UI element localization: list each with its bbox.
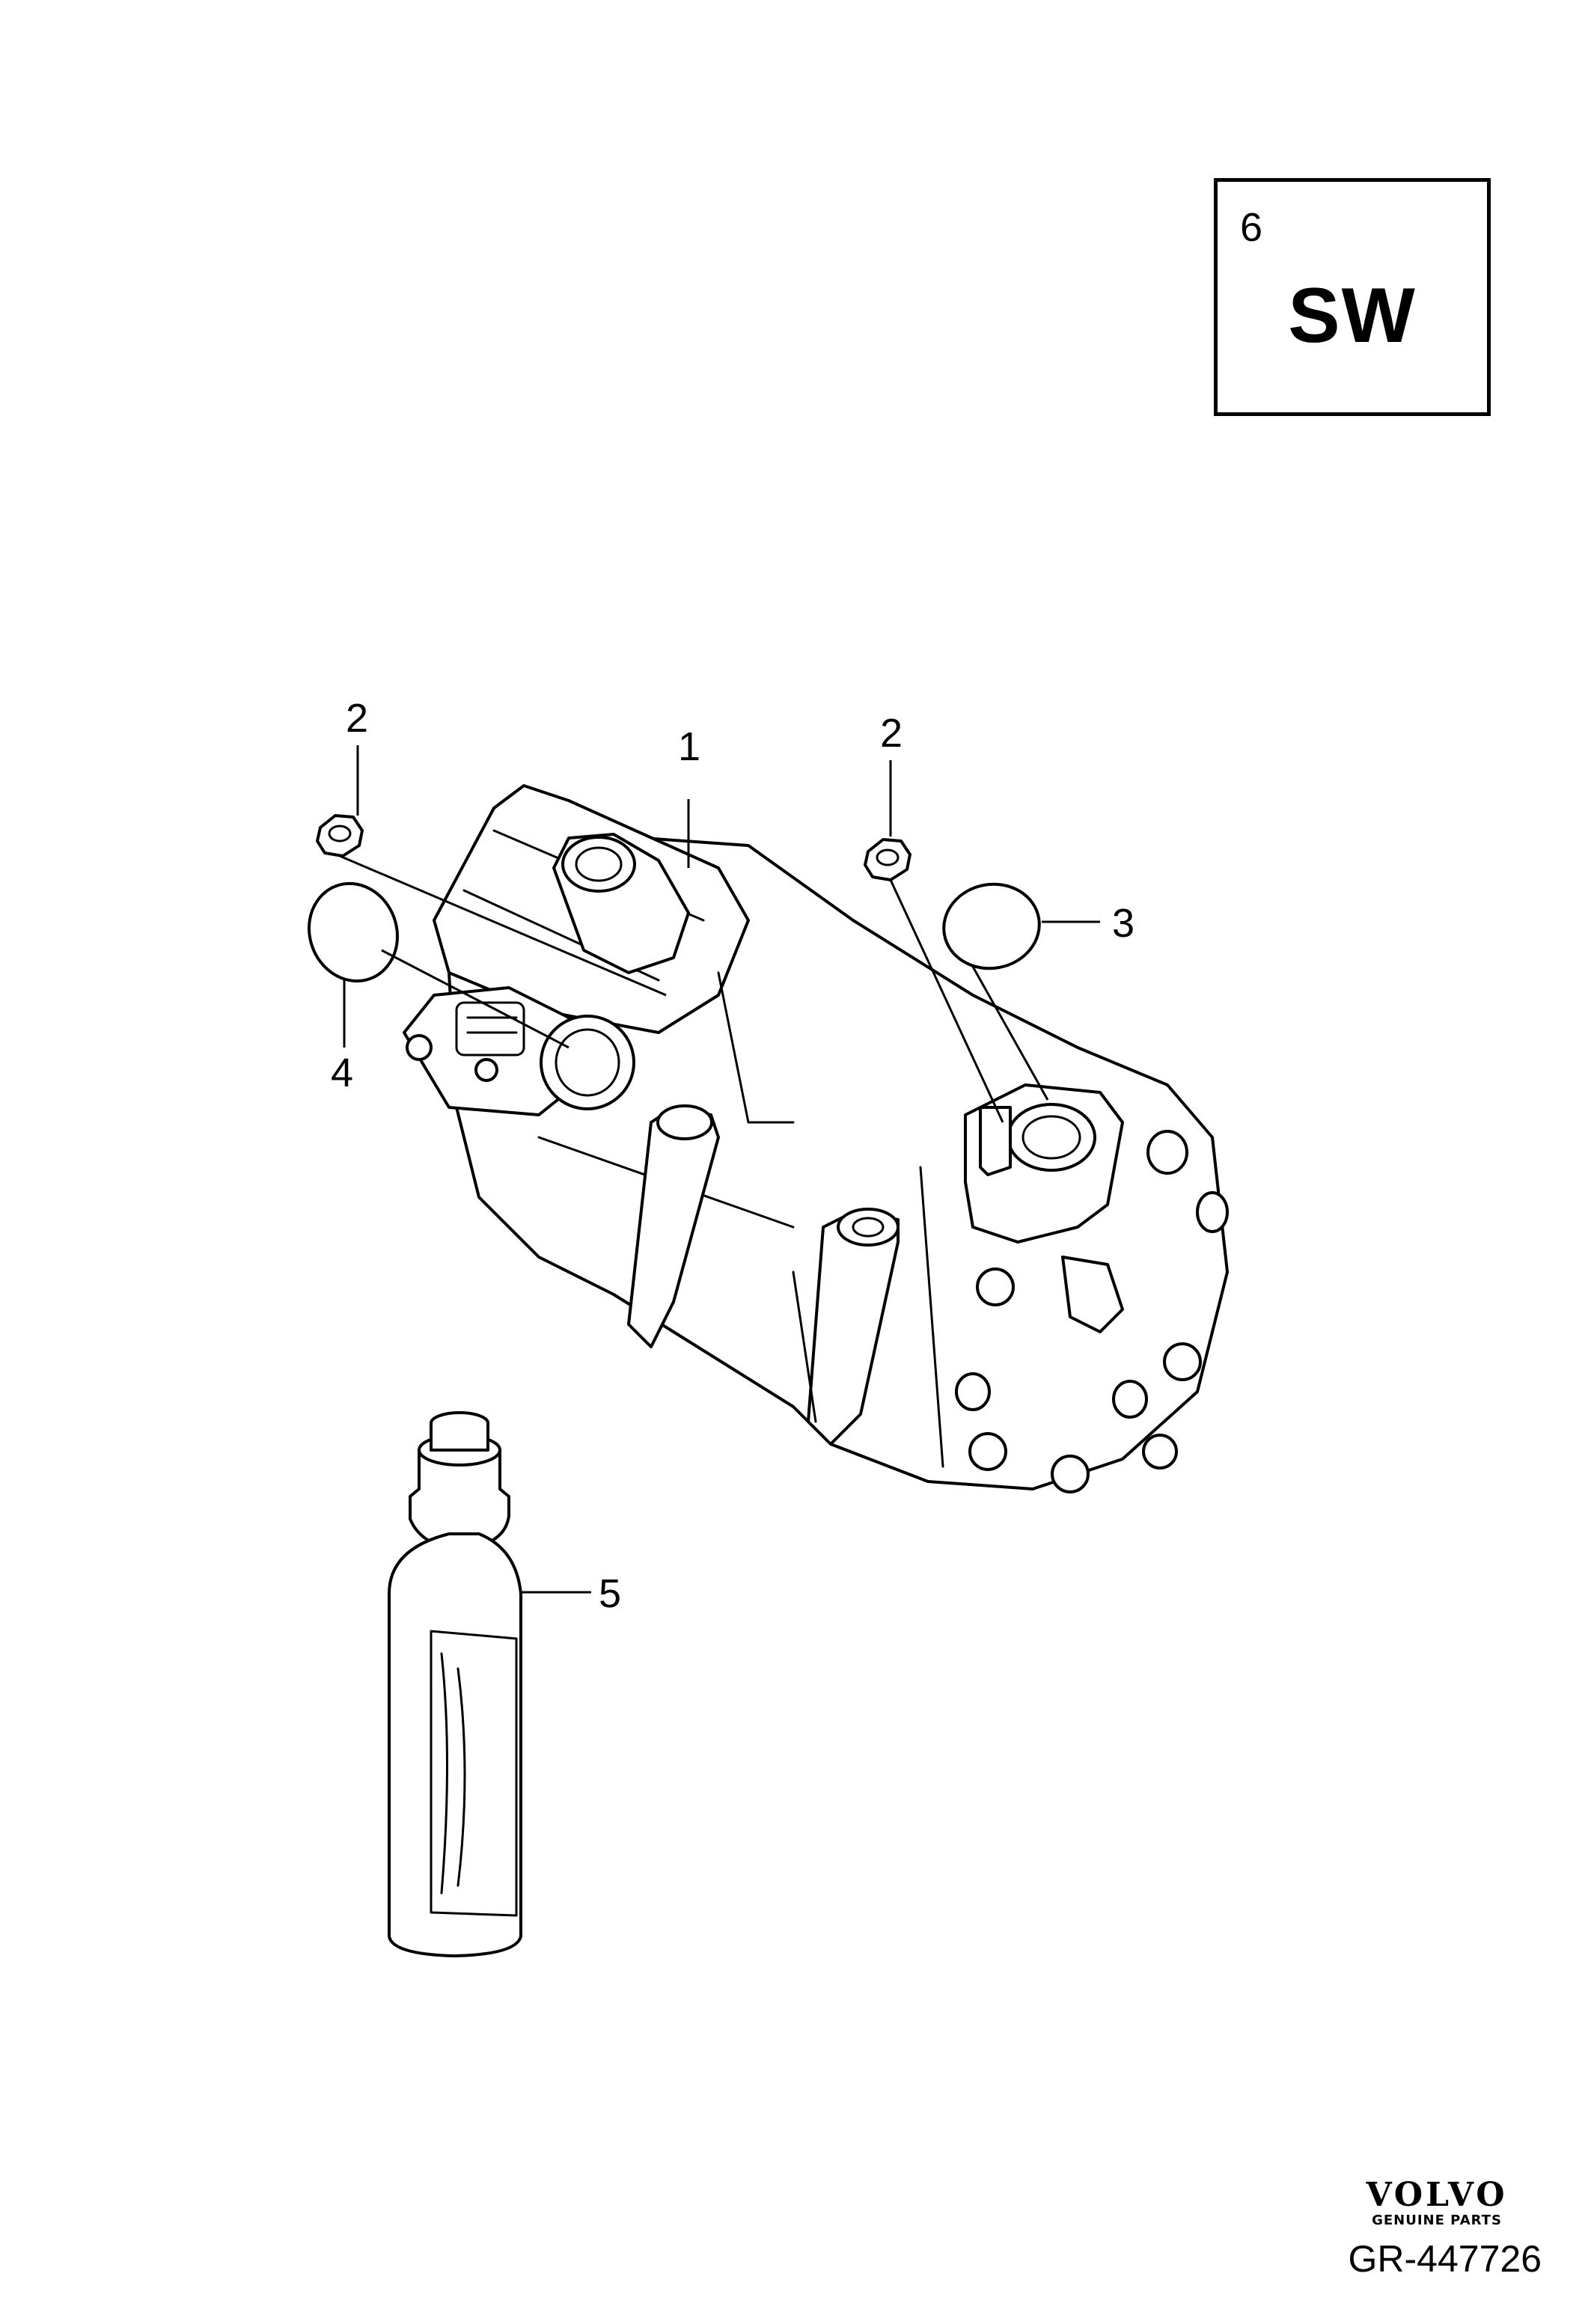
o-ring-right (942, 882, 1041, 970)
callout-3: 3 (1112, 901, 1135, 946)
compressor-oil-bottle (388, 1411, 522, 1957)
callout-2-left: 2 (346, 696, 368, 741)
logo-brand: VOLVO (1366, 2176, 1508, 2214)
software-kit-box: 6 SW (1214, 178, 1491, 416)
ac-compressor (403, 784, 1229, 1493)
hex-nut-left (316, 814, 364, 857)
logo-tagline: GENUINE PARTS (1372, 2213, 1502, 2228)
diagram-reference: GR-447726 (1348, 2238, 1542, 2280)
callout-4: 4 (331, 1051, 353, 1095)
callout-5: 5 (599, 1571, 621, 1616)
software-label: SW (1288, 272, 1417, 359)
leader-lines (339, 745, 1100, 1594)
callout-6: 6 (1240, 205, 1263, 250)
volvo-logo: VOLVO GENUINE PARTS (1340, 2179, 1534, 2230)
o-ring-left (308, 881, 399, 983)
hex-nut-right (864, 838, 911, 881)
callout-2-right: 2 (880, 711, 903, 756)
callout-1: 1 (678, 724, 700, 769)
